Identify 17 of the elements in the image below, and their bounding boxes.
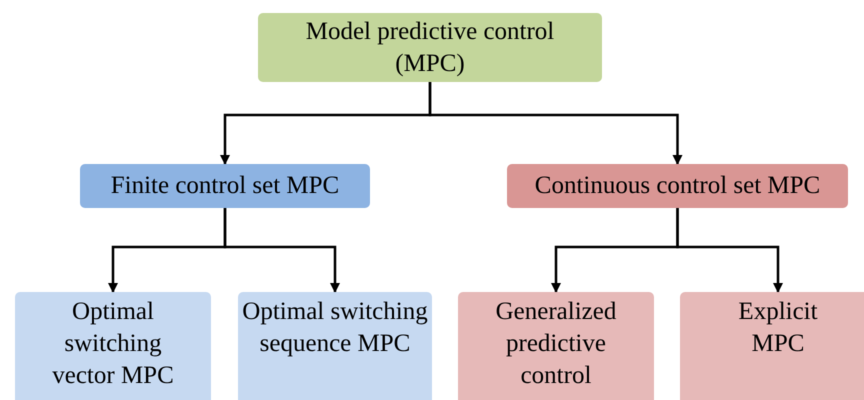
category-box: [507, 164, 848, 208]
box-label: Continuous control set MPC: [534, 171, 820, 201]
arrow: [676, 208, 783, 293]
box-label: Model predictive control (MPC): [304, 16, 556, 78]
category-box: [80, 164, 370, 208]
category-box: [680, 292, 864, 400]
box-label: Finite control set MPC: [110, 171, 340, 201]
arrow: [428, 82, 682, 165]
box-label: Optimal switching vector MPC: [51, 297, 175, 391]
category-box: [238, 292, 432, 400]
category-box: [258, 13, 602, 82]
category-box: [458, 292, 654, 400]
box-label: Generalized predictive control: [494, 297, 618, 391]
arrow: [224, 208, 340, 293]
category-box: [15, 292, 211, 400]
box-label: Explicit MPC: [737, 297, 819, 359]
box-label: Optimal switching sequence MPC: [242, 297, 428, 359]
